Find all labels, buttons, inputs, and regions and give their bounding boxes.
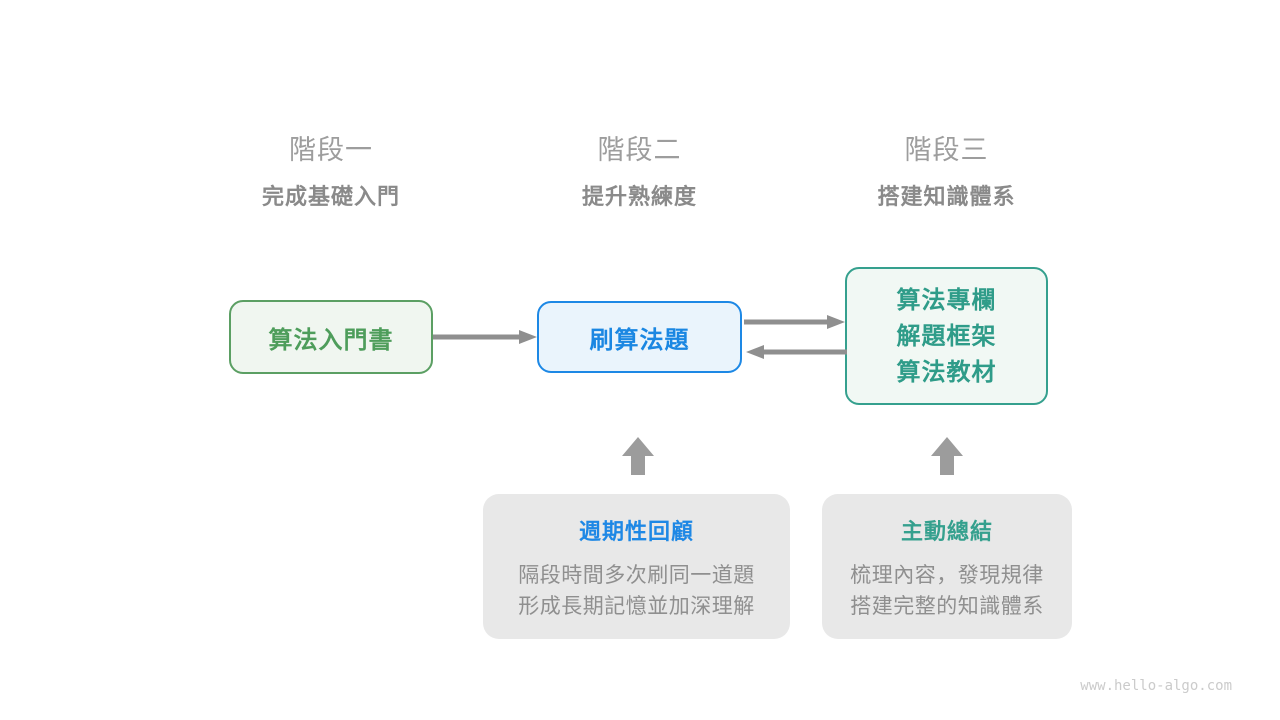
node-resources-line-2: 解題框架 (896, 322, 997, 350)
stage-2-subtitle: 提升熟練度 (581, 185, 697, 210)
note-periodic-review-line-2: 形成長期記憶並加深理解 (518, 594, 755, 618)
arrow-right-icon (433, 330, 537, 344)
arrow-left-icon (746, 345, 847, 359)
note-periodic-review-title: 週期性回顧 (578, 520, 694, 545)
stage-3-subtitle: 搭建知識體系 (877, 185, 1016, 210)
node-advanced-resources: 算法專欄 解題框架 算法教材 (845, 267, 1048, 405)
stage-3-label: 階段三 (904, 135, 989, 166)
note-active-summary-title: 主動總結 (900, 520, 993, 545)
note-active-summary-line-2: 搭建完整的知識體系 (850, 594, 1044, 618)
node-intro-book-label: 算法入門書 (268, 325, 394, 354)
node-resources-line-3: 算法教材 (896, 358, 997, 386)
stage-2-label: 階段二 (597, 135, 682, 166)
arrow-up-icon (931, 437, 963, 475)
watermark: www.hello-algo.com (1080, 678, 1232, 694)
note-active-summary-line-1: 梳理內容，發現規律 (850, 563, 1044, 587)
arrow-right-icon (744, 315, 845, 329)
note-periodic-review-line-1: 隔段時間多次刷同一道題 (518, 563, 755, 587)
stage-1-subtitle: 完成基礎入門 (261, 185, 400, 210)
node-practice-problems: 刷算法題 (537, 301, 742, 373)
stage-1-label: 階段一 (289, 135, 373, 166)
node-practice-problems-label: 刷算法題 (589, 325, 690, 354)
node-resources-line-1: 算法專欄 (896, 286, 997, 314)
note-periodic-review: 週期性回顧 隔段時間多次刷同一道題 形成長期記憶並加深理解 (483, 494, 790, 639)
node-intro-book: 算法入門書 (229, 300, 433, 374)
note-active-summary: 主動總結 梳理內容，發現規律 搭建完整的知識體系 (822, 494, 1072, 639)
arrow-up-icon (622, 437, 654, 475)
